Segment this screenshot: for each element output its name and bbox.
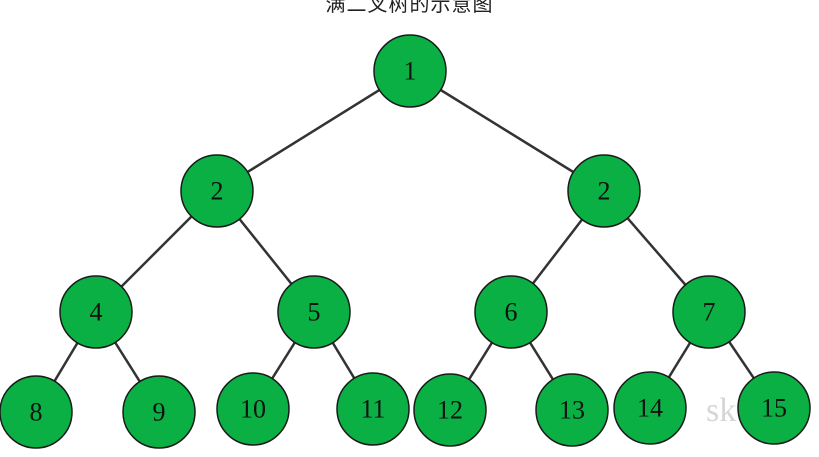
tree-node: 2 xyxy=(567,154,641,228)
tree-edge-1-2 xyxy=(409,69,605,193)
tree-node-label: 7 xyxy=(703,298,716,327)
tree-node: 10 xyxy=(216,372,290,446)
tree-node: 9 xyxy=(122,375,196,449)
tree-node-label: 12 xyxy=(437,396,463,425)
tree-node: 14 xyxy=(613,371,687,445)
tree-node-circle xyxy=(216,372,290,446)
tree-node-circle xyxy=(474,275,548,349)
tree-node: 13 xyxy=(535,373,609,447)
tree-node-circle xyxy=(122,375,196,449)
tree-node: 7 xyxy=(672,275,746,349)
tree-node: 6 xyxy=(474,275,548,349)
tree-node-label: 4 xyxy=(90,298,103,327)
tree-node-label: 1 xyxy=(404,57,417,86)
tree-node-circle xyxy=(567,154,641,228)
tree-node-circle xyxy=(277,275,351,349)
tree-node-label: 2 xyxy=(598,177,611,206)
tree-node-circle xyxy=(0,375,73,449)
tree-node-circle xyxy=(535,373,609,447)
tree-node: 5 xyxy=(277,275,351,349)
tree-node-label: 9 xyxy=(153,398,166,427)
diagram-title: 满二叉树的示意图 xyxy=(325,0,494,16)
tree-node-label: 10 xyxy=(240,395,266,424)
tree-node-circle xyxy=(613,371,687,445)
tree-node: 15 xyxy=(737,371,811,445)
tree-node-label: 14 xyxy=(637,394,663,423)
tree-edges xyxy=(34,69,776,413)
tree-node-label: 2 xyxy=(211,177,224,206)
watermark: sk xyxy=(706,392,737,429)
tree-edge-1-2 xyxy=(216,69,411,193)
tree-node-circle xyxy=(737,371,811,445)
tree-node-label: 6 xyxy=(505,298,518,327)
tree-node-circle xyxy=(336,372,410,446)
tree-node-circle xyxy=(180,154,254,228)
tree-node: 4 xyxy=(59,275,133,349)
tree-node-label: 11 xyxy=(360,395,385,424)
tree-node-label: 8 xyxy=(30,398,43,427)
tree-node-label: 13 xyxy=(559,396,585,425)
tree-node: 8 xyxy=(0,375,73,449)
tree-node-label: 15 xyxy=(761,394,787,423)
tree-node-circle xyxy=(59,275,133,349)
tree-node: 12 xyxy=(413,373,487,447)
tree-node-circle xyxy=(373,34,447,108)
tree-node-circle xyxy=(413,373,487,447)
tree-node: 11 xyxy=(336,372,410,446)
tree-node: 2 xyxy=(180,154,254,228)
tree-node-circle xyxy=(672,275,746,349)
tree-node: 1 xyxy=(373,34,447,108)
tree-node-label: 5 xyxy=(308,298,321,327)
